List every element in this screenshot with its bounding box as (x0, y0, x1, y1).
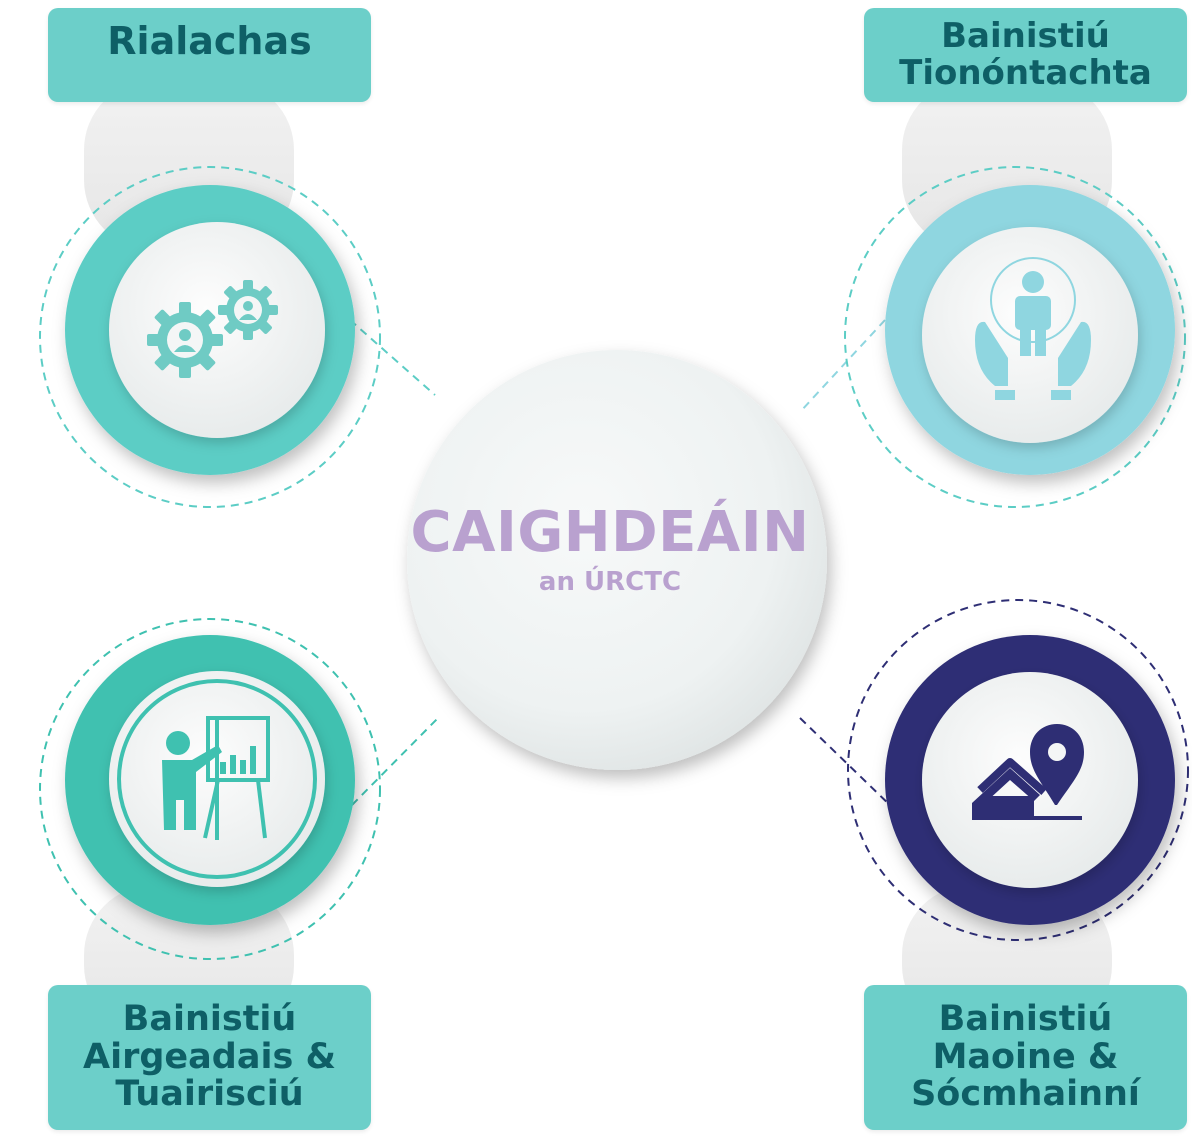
presenter-chart-icon (162, 716, 270, 840)
dashed-ring-governance (39, 166, 381, 508)
connector-line-tenancy (799, 319, 886, 413)
label-line: Maoine & (932, 1036, 1119, 1077)
label-finance: Bainistiú Airgeadais & Tuairisciú (48, 985, 371, 1130)
dashed-ring-property (847, 599, 1189, 941)
node-governance (39, 166, 381, 508)
gears-people-icon (147, 280, 278, 378)
label-line: Bainistiú (941, 16, 1110, 57)
label-line: Bainistiú (938, 998, 1113, 1039)
connector-line-finance (351, 715, 441, 806)
center-circle (407, 350, 827, 770)
node-tenancy (844, 166, 1186, 508)
label-governance: Rialachas (48, 8, 371, 102)
center-text: CAIGHDEÁIN an ÚRCTC (410, 500, 810, 597)
center-title: CAIGHDEÁIN (410, 500, 810, 565)
node-finance (39, 618, 381, 960)
label-property: Bainistiú Maoine & Sócmhainní (864, 985, 1187, 1130)
label-line: Airgeadais & (83, 1036, 336, 1077)
connector-line-governance (349, 319, 436, 396)
dashed-ring-tenancy (844, 166, 1186, 508)
dashed-ring-finance (39, 618, 381, 960)
label-line: Sócmhainní (911, 1074, 1140, 1115)
house-location-icon (972, 724, 1084, 820)
label-line: Tionóntachta (899, 53, 1152, 93)
inner-circle-governance (109, 222, 325, 438)
node-property (847, 599, 1189, 941)
center-subtitle: an ÚRCTC (538, 567, 682, 597)
label-line: Tuairisciú (115, 1074, 304, 1115)
label-tenancy: Bainistiú Tionóntachta (864, 8, 1187, 102)
person-in-hands-icon (975, 257, 1091, 400)
label-line: Rialachas (107, 19, 312, 64)
label-line: Bainistiú (122, 998, 297, 1039)
